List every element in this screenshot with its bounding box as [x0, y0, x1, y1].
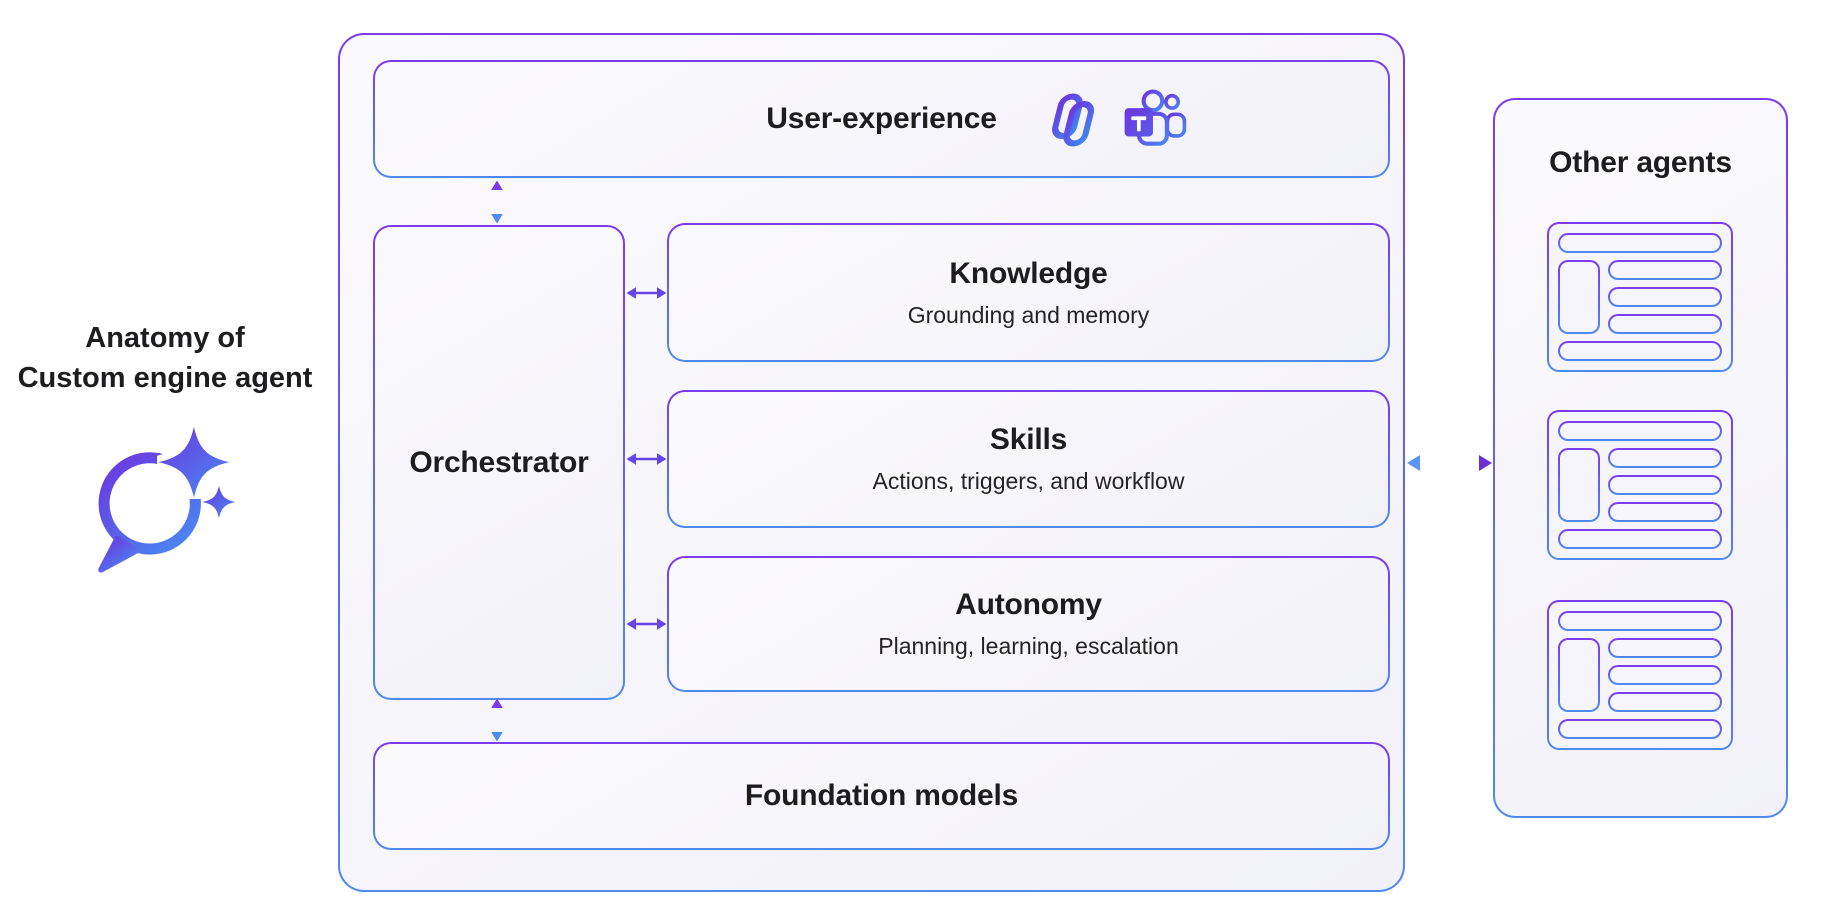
agent-card-line [1608, 692, 1722, 712]
copilot-icon [1043, 90, 1105, 155]
agent-card-side-block [1558, 638, 1600, 712]
agent-card-line [1608, 314, 1722, 334]
skills-box: Skills Actions, triggers, and workflow [667, 390, 1390, 528]
agent-card-top-bar [1558, 233, 1722, 253]
caption-line-2: Custom engine agent [17, 362, 313, 394]
agent-card-bottom-bar [1558, 719, 1722, 739]
agent-card-top-bar [1558, 611, 1722, 631]
arrow-ux-orchestrator [488, 180, 506, 229]
agent-card-line [1608, 665, 1722, 685]
agent-card [1547, 600, 1733, 750]
arrow-orchestrator-skills [626, 450, 667, 473]
agent-card [1547, 222, 1733, 372]
autonomy-subtitle: Planning, learning, escalation [878, 633, 1179, 659]
autonomy-box: Autonomy Planning, learning, escalation [667, 556, 1390, 692]
user-experience-title: User-experience [766, 102, 997, 135]
arrow-agent-other-agents [1406, 452, 1493, 479]
arrow-orchestrator-autonomy [626, 615, 667, 638]
foundation-models-box: Foundation models [373, 742, 1390, 850]
copilot-chat-sparkles-icon [82, 418, 244, 585]
agent-card-top-bar [1558, 421, 1722, 441]
agent-card-side-block [1558, 260, 1600, 334]
agent-card-line [1608, 475, 1722, 495]
teams-icon [1121, 88, 1187, 159]
arrow-orchestrator-foundation [488, 698, 506, 747]
orchestrator-box: Orchestrator [373, 225, 625, 700]
other-agents-title: Other agents [1549, 146, 1732, 179]
agent-card-bottom-bar [1558, 341, 1722, 361]
agent-card-bottom-bar [1558, 529, 1722, 549]
agent-card-side-block [1558, 448, 1600, 522]
autonomy-title: Autonomy [955, 588, 1102, 621]
user-experience-box: User-experience [373, 60, 1390, 178]
skills-title: Skills [989, 423, 1068, 456]
agent-card-line [1608, 638, 1722, 658]
diagram-caption: Anatomy of Custom engine agent [12, 318, 318, 398]
arrow-orchestrator-knowledge [626, 284, 667, 307]
foundation-models-title: Foundation models [744, 779, 1019, 812]
agent-card-line [1608, 448, 1722, 468]
agent-card-line [1608, 502, 1722, 522]
agent-card [1547, 410, 1733, 560]
skills-subtitle: Actions, triggers, and workflow [872, 468, 1185, 494]
orchestrator-title: Orchestrator [409, 445, 589, 479]
caption-line-1: Anatomy of [85, 322, 245, 354]
knowledge-title: Knowledge [949, 256, 1108, 290]
agent-card-line [1608, 260, 1722, 280]
agent-card-line [1608, 287, 1722, 307]
other-agents-panel: Other agents [1493, 98, 1788, 818]
knowledge-box: Knowledge Grounding and memory [667, 223, 1390, 362]
knowledge-subtitle: Grounding and memory [907, 301, 1150, 328]
